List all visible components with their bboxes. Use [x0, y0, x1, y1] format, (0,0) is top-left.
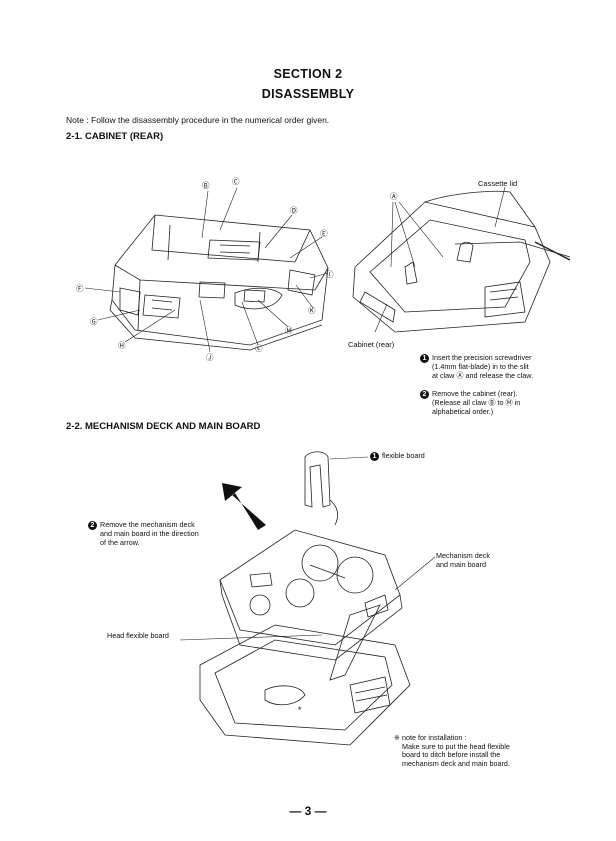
flex-badge: 1: [370, 452, 379, 461]
claw-c-label: Ⓒ: [232, 177, 240, 186]
procedure-note: Note : Follow the disassembly procedure …: [66, 115, 330, 125]
claw-i-label: Ⓘ: [326, 270, 334, 279]
claw-e-label: Ⓔ: [320, 229, 328, 238]
cassette-lid-label: Cassette lid: [478, 179, 518, 188]
claw-j-label: Ⓙ: [206, 353, 214, 362]
step2-mech-badge: 2: [88, 521, 97, 530]
claw-h-label: Ⓗ: [118, 341, 126, 350]
cabinet-rear-label: Cabinet (rear): [348, 340, 395, 349]
cabinet-rear-illustration: Ⓑ Ⓒ Ⓓ Ⓔ Ⓘ Ⓚ Ⓜ Ⓛ Ⓙ Ⓗ Ⓖ Ⓕ: [76, 177, 334, 362]
claw-k-label: Ⓚ: [308, 306, 316, 315]
section-number: SECTION 2: [273, 67, 343, 81]
page-title: DISASSEMBLY: [261, 87, 355, 101]
section-heading-cabinet-rear: 2-1. CABINET (REAR): [66, 131, 164, 142]
claw-a-label: Ⓐ: [390, 192, 398, 201]
step1-badge: 1: [420, 354, 429, 363]
claw-g-label: Ⓖ: [90, 317, 98, 326]
removal-arrow-icon: [222, 483, 266, 530]
step2-badge: 2: [420, 390, 429, 399]
claw-d-label: Ⓓ: [290, 206, 298, 215]
claw-m-label: Ⓜ: [285, 326, 293, 335]
installation-note: ※ note for installation : Make sure to p…: [394, 733, 510, 768]
claw-f-label: Ⓕ: [76, 284, 84, 293]
claw-b-label: Ⓑ: [202, 181, 210, 190]
cassette-lid-illustration: Ⓐ: [352, 186, 571, 333]
section-heading-mechanism-deck: 2-2. MECHANISM DECK AND MAIN BOARD: [66, 421, 261, 432]
asterisk-mark: *: [298, 705, 302, 715]
head-flexible-board-label: Head flexible board: [107, 631, 169, 640]
page-number: — 3 —: [289, 804, 327, 818]
mechanism-deck-illustration: *: [180, 451, 436, 746]
claw-l-label: Ⓛ: [255, 344, 263, 353]
